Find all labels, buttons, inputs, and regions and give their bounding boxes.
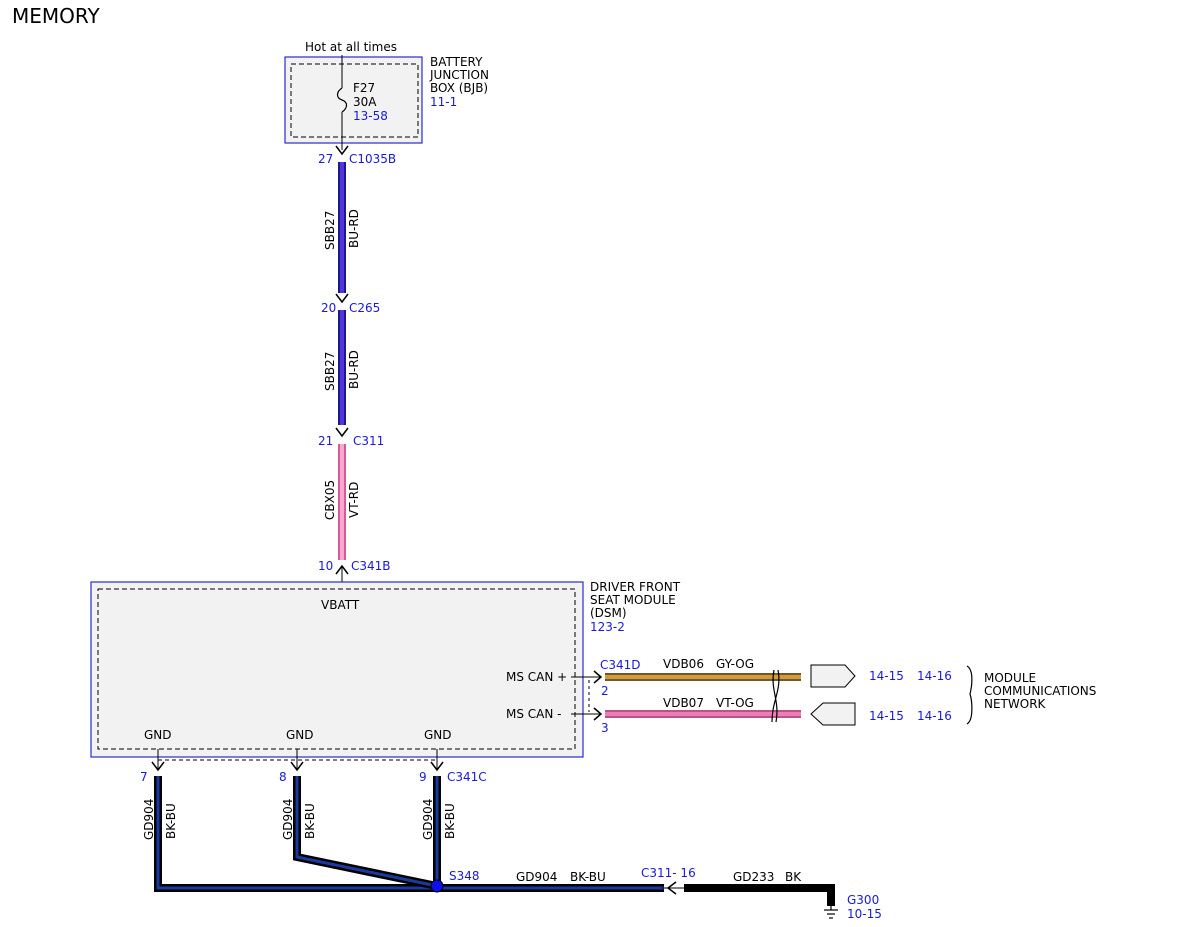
wire-sbb27-a-stripe (340, 162, 344, 293)
fuse-icon (336, 87, 348, 113)
dsm-gnd-1: GND (144, 728, 172, 742)
bjb-name-1: BATTERY (430, 55, 483, 69)
network-name-1: MODULE (984, 671, 1036, 685)
can-plus-connector-icon (810, 664, 856, 688)
bjb-inner-outline (290, 63, 419, 138)
dsm-name-1: DRIVER FRONT (590, 580, 681, 594)
gnd-a-color: BK-BU (164, 803, 178, 839)
connector-arrow-icon (335, 427, 349, 438)
can-plus-color: GY-OG (716, 657, 754, 671)
gnd-b-color: BK-BU (303, 803, 317, 839)
bjb-hot-label: Hot at all times (305, 40, 397, 54)
c265-name: C265 (349, 301, 380, 315)
brace-icon (966, 665, 973, 725)
dsm-page-ref: 123-2 (590, 620, 625, 634)
net-plus-ref-1: 14-15 (869, 669, 904, 683)
c265-pin: 20 (321, 301, 336, 315)
wire-1-color: BU-RD (347, 209, 361, 248)
c341b-name: C341B (351, 559, 391, 573)
gnd-c-color: BK-BU (443, 803, 457, 839)
dsm-box (90, 581, 584, 758)
gnd-main-circuit: GD904 (516, 870, 557, 884)
wire-1-circuit: SBB27 (323, 211, 337, 250)
dsm-gnd-3: GND (424, 728, 452, 742)
connector-arrow-icon (335, 145, 349, 156)
page-title: MEMORY (12, 4, 101, 28)
can-minus-circuit: VDB07 (663, 696, 704, 710)
dsm-name-3: (DSM) (590, 606, 627, 620)
wire-sbb27-b-stripe (340, 310, 344, 425)
c341d-name: C341D (600, 658, 641, 672)
ground-name: G300 (847, 893, 879, 907)
c341d-pin-2: 2 (601, 684, 609, 698)
connector-arrow-icon (151, 761, 165, 772)
c341d-pin-3: 3 (601, 721, 609, 735)
c341c-name: C341C (447, 770, 487, 784)
fuse-ref: 13-58 (353, 109, 388, 123)
gnd-main-color: BK-BU (570, 870, 606, 884)
c341c-pin-9: 9 (419, 770, 427, 784)
dsm-vbatt: VBATT (321, 598, 360, 612)
wire-gd233 (684, 884, 835, 906)
dsm-name-2: SEAT MODULE (590, 593, 676, 607)
net-plus-ref-2: 14-16 (917, 669, 952, 683)
can-plus-circuit: VDB06 (663, 657, 704, 671)
connector-arrow-icon (335, 293, 349, 304)
dsm-gnd-2: GND (286, 728, 314, 742)
bjb-name-2: JUNCTION (429, 68, 489, 82)
c341c-pin-7: 7 (140, 770, 148, 784)
wire-3-color: VT-RD (347, 482, 361, 518)
fuse-rating: 30A (353, 95, 377, 109)
wire-vdb06-stripe (605, 675, 801, 679)
gnd-end-color: BK (785, 870, 802, 884)
dsm-ms-can-plus: MS CAN + (506, 670, 567, 684)
bjb-page-ref: 11-1 (430, 95, 457, 109)
wire-3-circuit: CBX05 (323, 480, 337, 520)
twisted-pair-icon (771, 669, 780, 723)
ground-wires (154, 776, 664, 892)
dsm-ms-can-minus: MS CAN - (506, 707, 562, 721)
c311-pin: 21 (318, 434, 333, 448)
gnd-b-circuit: GD904 (281, 799, 295, 840)
dsm-inner-outline (97, 588, 576, 750)
c1035b-pin: 27 (318, 152, 333, 166)
ground-icon (824, 906, 838, 919)
connector-arrow-icon (290, 761, 304, 772)
splice-name: S348 (449, 869, 480, 883)
c311-name: C311 (353, 434, 384, 448)
gnd-end-circuit: GD233 (733, 870, 774, 884)
net-minus-ref-2: 14-16 (917, 709, 952, 723)
network-name-2: COMMUNICATIONS (984, 684, 1096, 698)
connector-arrow-icon (430, 761, 444, 772)
gnd-a-circuit: GD904 (142, 799, 156, 840)
gnd-c-circuit: GD904 (421, 799, 435, 840)
c341c-pin-8: 8 (279, 770, 287, 784)
bjb-box (284, 56, 423, 144)
can-minus-color: VT-OG (716, 696, 754, 710)
c341b-pin: 10 (318, 559, 333, 573)
splice-s348 (430, 879, 444, 893)
bjb-name-3: BOX (BJB) (430, 81, 488, 95)
network-name-3: NETWORK (984, 697, 1047, 711)
can-minus-connector-icon (810, 702, 856, 726)
wire-2-color: BU-RD (347, 350, 361, 389)
ground-page-ref: 10-15 (847, 907, 882, 921)
fuse-name: F27 (353, 81, 375, 95)
wire-vdb07-stripe (605, 712, 801, 716)
net-minus-ref-1: 14-15 (869, 709, 904, 723)
connector-arrow-icon (593, 707, 603, 721)
c1035b-name: C1035B (349, 152, 396, 166)
connector-arrow-icon (593, 670, 603, 684)
wire-cbx05-stripe (340, 444, 344, 560)
wire-2-circuit: SBB27 (323, 352, 337, 391)
c311-16-name: C311- 16 (641, 866, 696, 880)
